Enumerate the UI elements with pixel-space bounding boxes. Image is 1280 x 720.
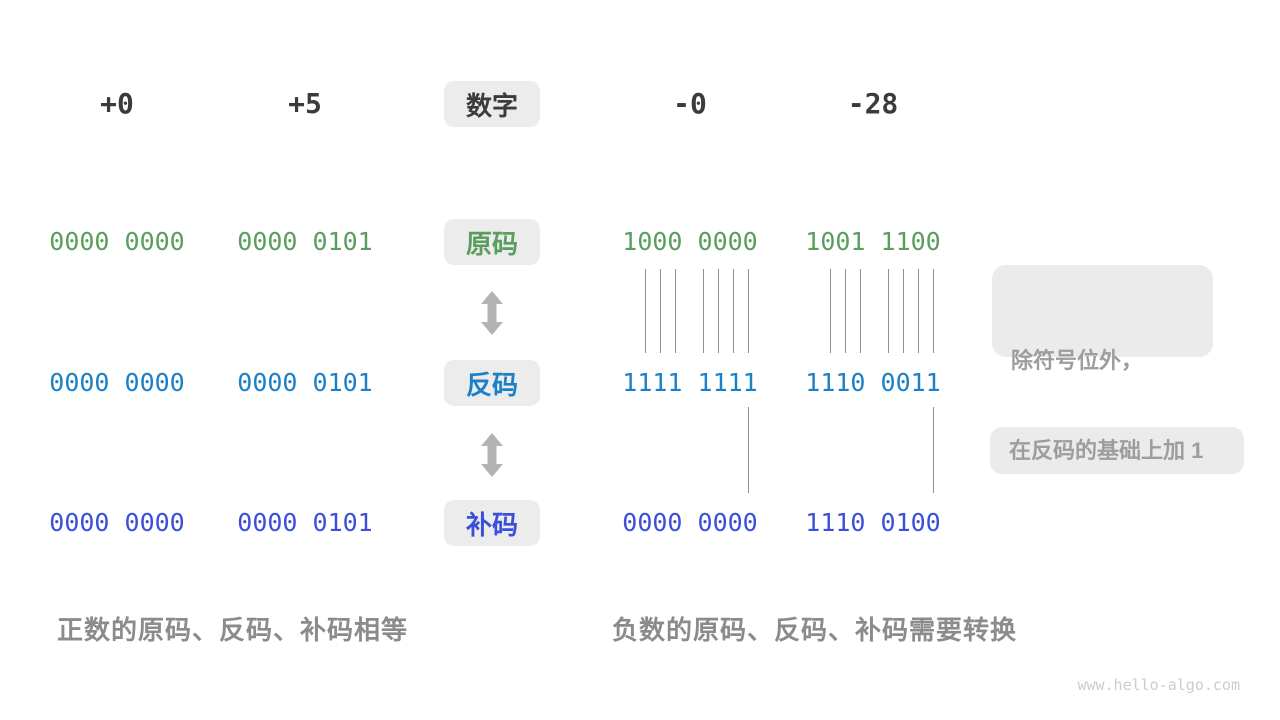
sign-magnitude-bits: 1001 1100: [805, 227, 941, 256]
bit-connector-line: [733, 269, 734, 353]
note-add-one-text: 在反码的基础上加 1: [1009, 438, 1204, 463]
tag-number: 数字: [444, 81, 540, 127]
header-number-plus-5: +5: [288, 87, 322, 120]
header-number-plus-0: +0: [100, 87, 134, 120]
note-flip-bits: 除符号位外， 对其余所有位取反: [992, 265, 1213, 472]
twos-complement-bits: 0000 0000: [622, 508, 758, 537]
bit-connector-line: [888, 269, 889, 353]
bit-connector-line: [845, 269, 846, 353]
sign-magnitude-bits: 0000 0000: [49, 227, 185, 256]
ones-complement-bits: 1111 1111: [622, 368, 758, 397]
bit-connector-line: [933, 269, 934, 353]
ones-complement-bits: 0000 0101: [237, 368, 373, 397]
tag-twos-complement: 补码: [444, 500, 540, 546]
bit-connector-line: [703, 269, 704, 353]
note-add-one: 在反码的基础上加 1: [990, 427, 1244, 474]
bit-connector-line: [748, 269, 749, 353]
ones-complement-bits: 1110 0011: [805, 368, 941, 397]
up-down-arrow-icon: [481, 433, 503, 477]
note-flip-bits-line1: 除符号位外，: [1011, 348, 1144, 373]
bit-connector-line: [660, 269, 661, 353]
watermark-url: www.hello-algo.com: [1077, 676, 1240, 694]
bit-connector-line: [903, 269, 904, 353]
up-down-arrow-icon: [481, 291, 503, 335]
twos-complement-bits: 0000 0000: [49, 508, 185, 537]
bit-connector-line: [718, 269, 719, 353]
header-number-minus-28: -28: [847, 87, 899, 120]
header-number-minus-0: -0: [673, 87, 707, 120]
ones-complement-bits: 0000 0000: [49, 368, 185, 397]
bit-connector-line: [748, 407, 749, 493]
bit-connector-line: [645, 269, 646, 353]
sign-magnitude-bits: 1000 0000: [622, 227, 758, 256]
twos-complement-bits: 1110 0100: [805, 508, 941, 537]
bit-connector-line: [830, 269, 831, 353]
sign-magnitude-bits: 0000 0101: [237, 227, 373, 256]
bit-connector-line: [918, 269, 919, 353]
bit-connector-line: [675, 269, 676, 353]
twos-complement-bits: 0000 0101: [237, 508, 373, 537]
tag-sign-magnitude: 原码: [444, 219, 540, 265]
caption-positive-numbers: 正数的原码、反码、补码相等: [57, 615, 409, 645]
bit-connector-line: [860, 269, 861, 353]
caption-negative-numbers: 负数的原码、反码、补码需要转换: [612, 615, 1018, 645]
bit-connector-line: [933, 407, 934, 493]
tag-ones-complement: 反码: [444, 360, 540, 406]
